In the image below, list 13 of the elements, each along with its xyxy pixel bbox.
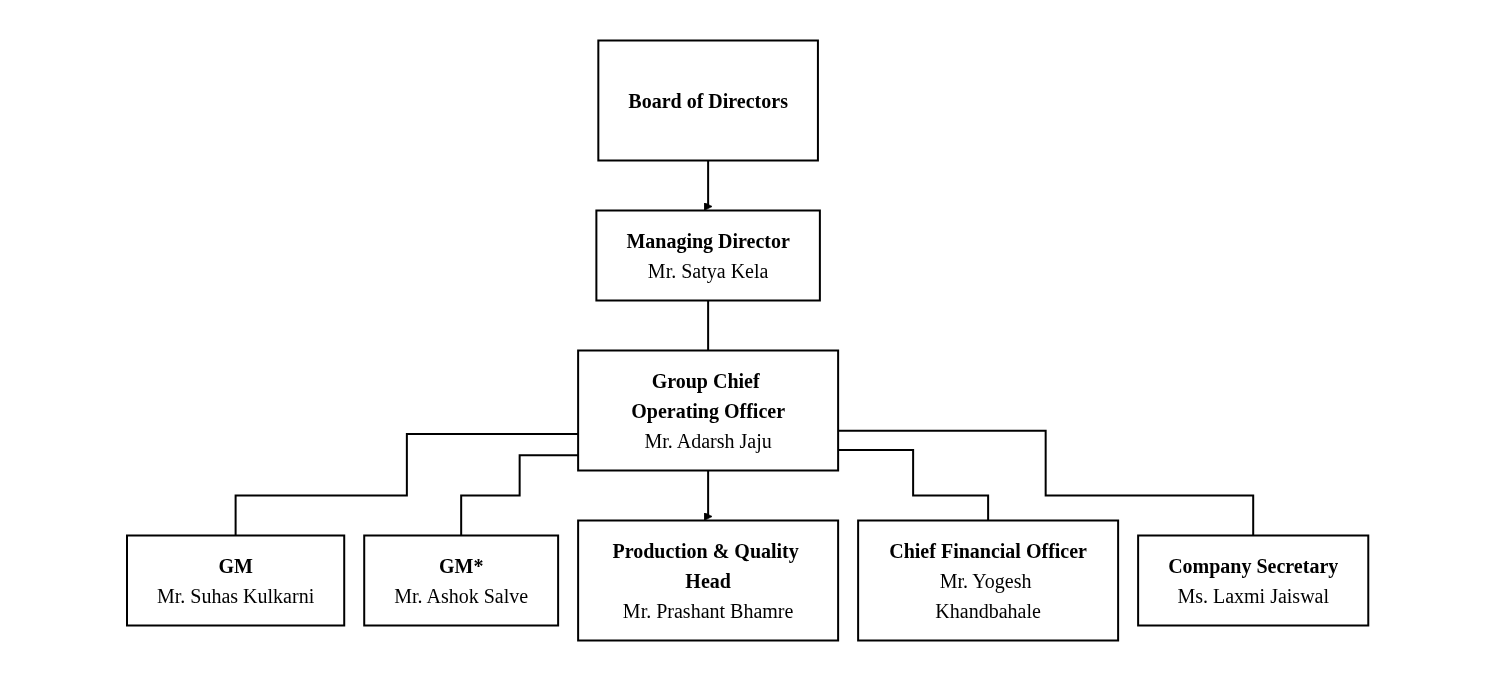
connector <box>837 448 989 522</box>
node-box: Production & Quality Head Mr. Prashant Bhamre <box>577 519 839 642</box>
node-box: Board of Directors <box>597 39 819 162</box>
node-box: Company Secretary Ms. Laxmi Jaiswal <box>1137 534 1370 627</box>
node-box: GM Mr. Suhas Kulkarni <box>125 534 346 627</box>
node-box: Group Chief Operating Officer Mr. Adarsh Jaju <box>577 349 839 472</box>
arrow <box>703 159 713 211</box>
connector <box>707 299 709 352</box>
arrow <box>703 469 713 521</box>
node-box: Chief Financial Officer Mr. Yogesh Khandbahale <box>857 519 1119 642</box>
connector <box>837 429 1255 537</box>
node-box: Managing Director Mr. Satya Kela <box>595 209 821 302</box>
node-box: GM* Mr. Ashok Salve <box>363 534 559 627</box>
